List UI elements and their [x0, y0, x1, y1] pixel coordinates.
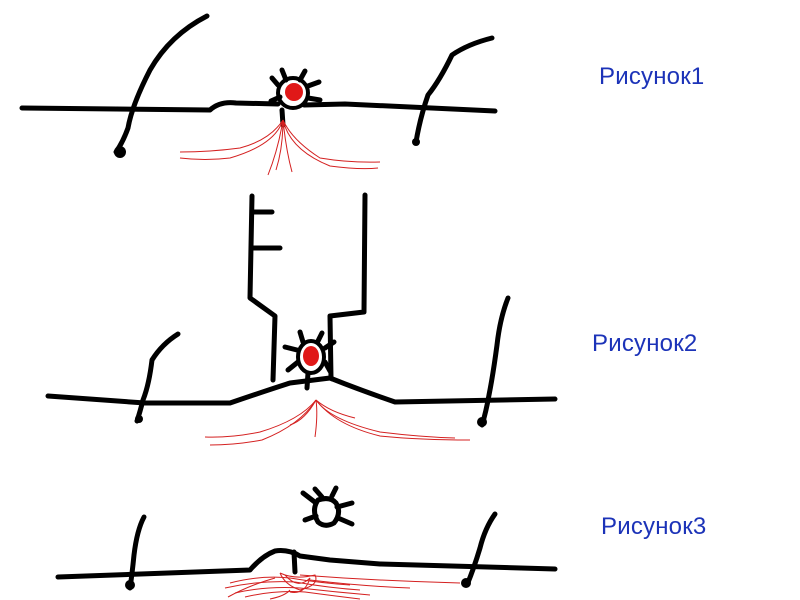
hair-right: [479, 295, 511, 428]
wound-bleeding: [224, 572, 461, 600]
figure-3-label: Рисунок3: [601, 513, 707, 540]
hair-follicle-left: [125, 580, 135, 590]
skin-surface-line: [19, 100, 498, 114]
hair-follicle-right: [412, 138, 420, 146]
hair-left: [127, 514, 147, 591]
hair-follicle-right: [461, 578, 471, 588]
hair-left: [134, 331, 181, 424]
hair-left: [113, 13, 210, 155]
figure-1-label: Рисунок1: [599, 63, 705, 90]
hair-follicle-left: [135, 415, 143, 423]
hair-follicle-left: [114, 146, 126, 158]
tick-mouthpart-remnant: [291, 549, 298, 575]
skin-surface-line: [55, 548, 558, 580]
tick-embedded: [282, 329, 337, 391]
skin-surface-line: [45, 375, 558, 406]
figure-2-label: Рисунок2: [592, 330, 698, 357]
tick-embedded: [268, 67, 323, 128]
roots-2: [204, 399, 471, 446]
tube-device: [247, 192, 368, 383]
figure-2: [45, 192, 558, 446]
roots-1: [179, 119, 381, 176]
tick-removed: [300, 485, 355, 528]
hair-right: [413, 35, 495, 145]
hair-follicle-right: [477, 417, 487, 427]
hair-right: [464, 511, 498, 588]
figure-1: [19, 13, 498, 176]
figure-3: [55, 485, 558, 600]
